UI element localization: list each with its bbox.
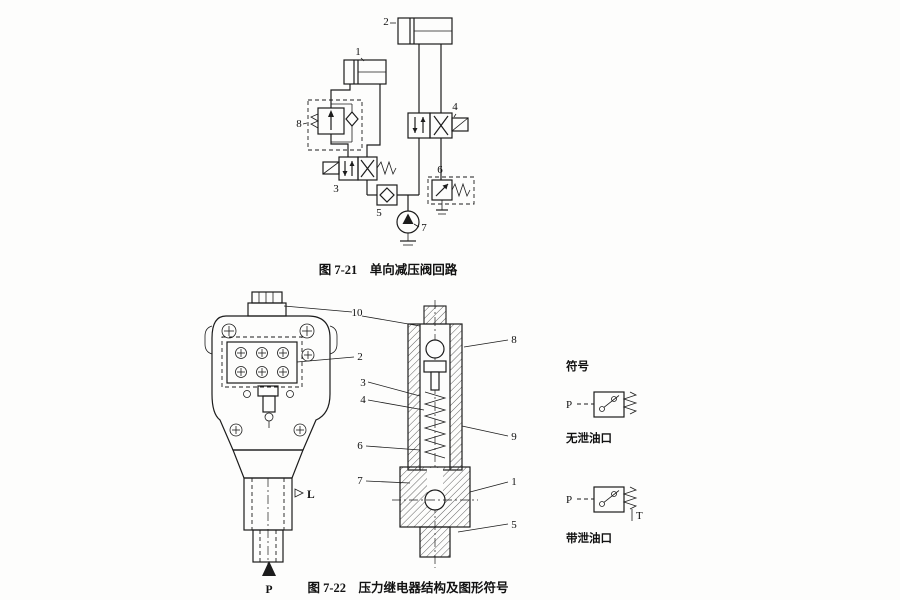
l-port-label: L (307, 489, 315, 501)
symbols-heading: 符号 (566, 359, 589, 373)
piston-rod (430, 371, 440, 391)
callout-10: 10 (352, 307, 364, 319)
reducing-valve-8 (302, 99, 363, 151)
callout-3: 3 (360, 377, 366, 389)
fig1-label-5: 5 (376, 207, 382, 219)
piston (423, 360, 447, 373)
cover-screws (221, 323, 315, 437)
callout-8: 8 (511, 334, 517, 346)
fig2-callouts: 10 2 3 4 6 7 8 9 1 5 (283, 305, 517, 533)
symbol-with-drain: P T (566, 486, 643, 522)
fig1-label-8: 8 (296, 118, 302, 130)
symbol2-t-label: T (636, 510, 643, 522)
directional-valve-4 (407, 112, 469, 139)
relay-stem (252, 529, 284, 563)
l-port-marker (294, 488, 304, 498)
check-valve-5 (376, 184, 398, 206)
fig1-label-7: 7 (421, 222, 427, 234)
circuit-lines (330, 44, 442, 196)
fig2-symbols: 符号 P 无泄油口 P T 带泄油口 (565, 359, 643, 545)
microswitch-actuator (243, 385, 294, 428)
fig2-front-view: L P (204, 291, 338, 596)
fig1-label-6: 6 (437, 164, 443, 176)
relief-valve-6 (427, 176, 475, 215)
p-inlet-arrow (262, 561, 276, 576)
spring (423, 391, 447, 459)
fig1-label-2: 2 (383, 16, 389, 28)
cylinder-2 (390, 17, 453, 45)
callout-7: 7 (357, 475, 363, 487)
pump-7 (396, 195, 420, 246)
callout-2: 2 (357, 351, 363, 363)
symbol2-p-label: P (566, 494, 572, 506)
fig1-label-1: 1 (355, 46, 361, 58)
fig1-label-4: 4 (452, 101, 458, 113)
section-stem (419, 526, 451, 558)
fig2-section-view (392, 300, 478, 568)
terminal-block (221, 336, 303, 388)
callout-5: 5 (511, 519, 517, 531)
symbol2-caption: 带泄油口 (566, 531, 612, 545)
callout-6: 6 (357, 440, 363, 452)
valve-ball (425, 339, 445, 359)
relay-neck (232, 449, 304, 479)
symbol1-p-label: P (566, 399, 572, 411)
callout-4: 4 (360, 394, 366, 406)
callout-1: 1 (511, 476, 517, 488)
symbol-no-drain: P (566, 391, 638, 418)
directional-valve-3 (322, 156, 397, 181)
fig1-caption: 图 7-21 单向减压阀回路 (319, 262, 458, 277)
fig2-caption: 图 7-22 压力继电器结构及图形符号 (307, 580, 508, 595)
cylinder-1 (343, 57, 387, 85)
symbol1-caption: 无泄油口 (565, 431, 612, 445)
p-port-label: P (265, 584, 272, 596)
callout-9: 9 (511, 431, 517, 443)
fig1-label-3: 3 (333, 183, 339, 195)
fig1-circuit: 2 1 8 (296, 16, 475, 277)
